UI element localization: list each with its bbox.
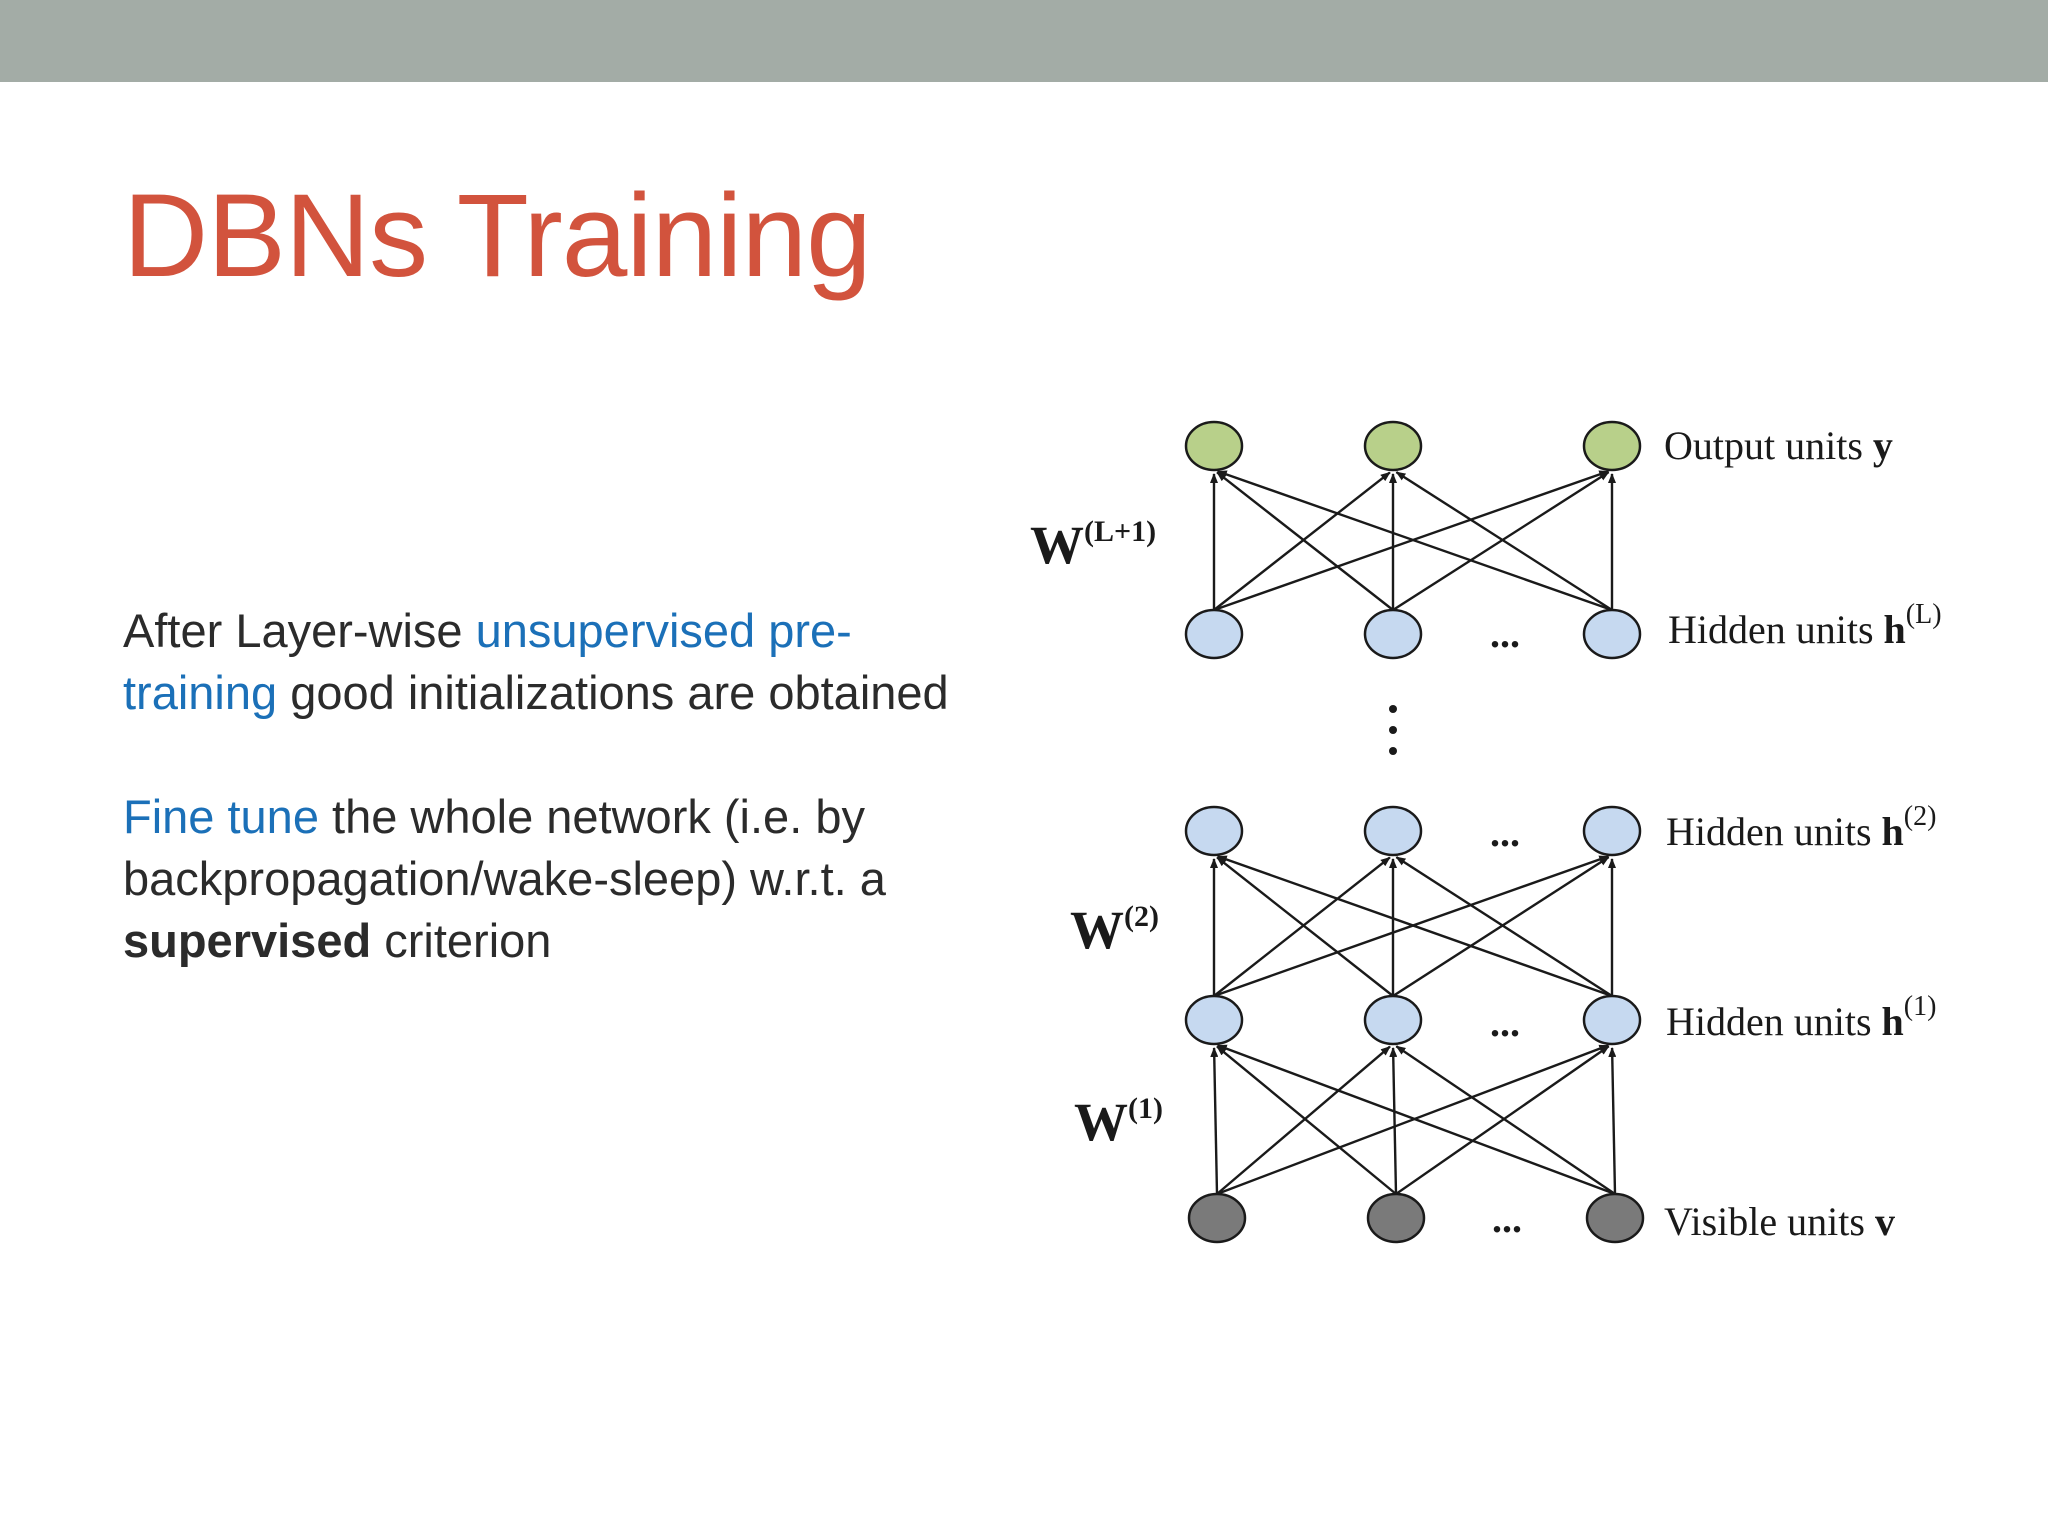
label-hidden-units-2: Hidden units h(2) <box>1666 801 1936 854</box>
label-weight-1: W(1) <box>1074 1092 1163 1152</box>
paragraph-pretraining: After Layer-wise unsupervised pre-traini… <box>123 600 983 724</box>
slide-body: After Layer-wise unsupervised pre-traini… <box>123 600 983 972</box>
network-nodes <box>1184 420 1645 1244</box>
edge-hidden-1-2-to-hidden-2-3 <box>1392 856 1610 998</box>
node-hidden-1-1 <box>1184 994 1244 1046</box>
network-edges <box>1210 470 1617 1196</box>
node-visible-2 <box>1366 1192 1426 1244</box>
label-weight-top: W(L+1) <box>1030 515 1156 575</box>
label-output-units: Output units y <box>1664 423 1893 468</box>
label-weight-2: W(2) <box>1070 900 1159 960</box>
node-hidden-L-2 <box>1363 608 1423 660</box>
edge-hidden-L-3-to-output-2 <box>1395 471 1613 612</box>
edge-visible-3-to-hidden-1-1 <box>1216 1044 1616 1196</box>
node-output-1 <box>1184 420 1244 472</box>
edge-visible-1-to-hidden-1-1 <box>1210 1046 1219 1195</box>
label-hidden-units-L: Hidden units h(L) <box>1668 599 1942 652</box>
bold-supervised: supervised <box>123 914 372 967</box>
edge-visible-2-to-hidden-1-3 <box>1395 1045 1610 1195</box>
node-hidden-1-2 <box>1363 994 1423 1046</box>
edge-visible-2-to-hidden-1-1 <box>1216 1045 1397 1195</box>
label-visible-units: Visible units v <box>1664 1199 1895 1244</box>
edge-visible-3-to-hidden-1-3 <box>1608 1046 1617 1195</box>
edge-hidden-L-1-to-output-3 <box>1213 470 1610 612</box>
node-output-2 <box>1363 420 1423 472</box>
node-visible-3 <box>1585 1192 1645 1244</box>
node-hidden-L-1 <box>1184 608 1244 660</box>
label-hidden-units-1: Hidden units h(1) <box>1666 991 1936 1044</box>
top-bar <box>0 0 2048 82</box>
vertical-ellipsis <box>1389 705 1397 755</box>
edge-hidden-L-3-to-output-1 <box>1216 470 1613 612</box>
ellipsis-hidden-2: ... <box>1490 810 1520 855</box>
edge-visible-3-to-hidden-1-2 <box>1395 1045 1616 1195</box>
edge-hidden-1-1-to-hidden-2-2 <box>1213 856 1391 997</box>
edge-visible-1-to-hidden-1-2 <box>1216 1045 1391 1195</box>
edge-hidden-1-3-to-hidden-2-1 <box>1216 855 1613 998</box>
text-whole-network: the whole network (i.e. by backpropagati… <box>123 790 886 905</box>
node-hidden-2-1 <box>1184 805 1244 857</box>
ellipsis-hidden-L: ... <box>1490 611 1520 656</box>
highlight-fine-tune: Fine tune <box>123 790 319 843</box>
edge-hidden-L-1-to-output-2 <box>1213 471 1391 611</box>
node-output-3 <box>1582 420 1642 472</box>
ellipsis-hidden-1: ... <box>1490 1000 1520 1045</box>
node-hidden-L-3 <box>1582 608 1642 660</box>
edge-hidden-L-2-to-output-1 <box>1216 471 1394 611</box>
text-after-layerwise: After Layer-wise <box>123 604 476 657</box>
node-hidden-2-2 <box>1363 805 1423 857</box>
edge-visible-1-to-hidden-1-3 <box>1216 1044 1610 1196</box>
text-good-initializations: good initializations are obtained <box>277 666 949 719</box>
edge-visible-2-to-hidden-1-2 <box>1389 1046 1398 1195</box>
edge-hidden-1-2-to-hidden-2-1 <box>1216 856 1394 997</box>
paragraph-finetune: Fine tune the whole network (i.e. by bac… <box>123 786 983 972</box>
edge-hidden-L-2-to-output-3 <box>1392 471 1610 612</box>
node-hidden-2-3 <box>1582 805 1642 857</box>
node-visible-1 <box>1187 1192 1247 1244</box>
text-criterion: criterion <box>371 914 552 967</box>
highlight-unsupervised-pretraining: unsupervised pre-training <box>123 604 852 719</box>
ellipsis-visible: ... <box>1492 1196 1522 1241</box>
edge-hidden-1-1-to-hidden-2-3 <box>1213 855 1610 998</box>
node-hidden-1-3 <box>1582 994 1642 1046</box>
slide-title: DBNs Training <box>123 170 872 302</box>
edge-hidden-1-3-to-hidden-2-2 <box>1395 856 1613 998</box>
